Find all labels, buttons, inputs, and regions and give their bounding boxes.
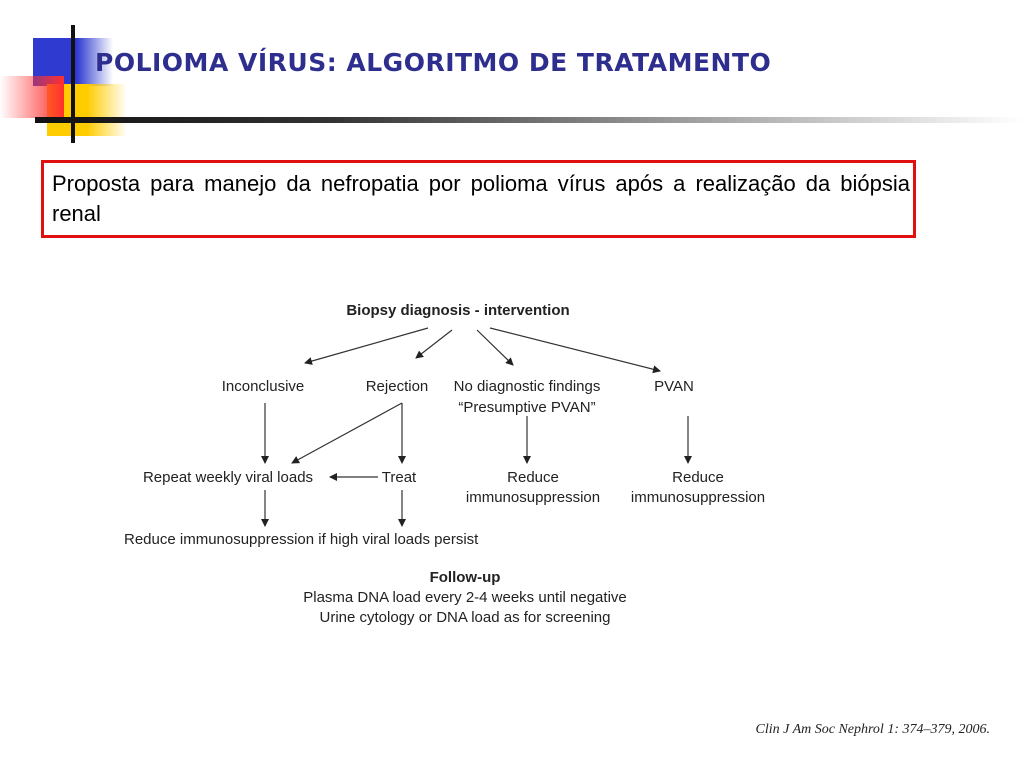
arrow-rejection-to-repeat bbox=[291, 402, 403, 464]
node-treat: Treat bbox=[382, 469, 417, 486]
arrow-to-inconclusive bbox=[304, 327, 429, 365]
node-reduce-2-line2: immunosuppression bbox=[631, 489, 765, 506]
node-inconclusive: Inconclusive bbox=[222, 378, 305, 395]
node-presumptive: “Presumptive PVAN” bbox=[458, 399, 595, 416]
slide-title: POLIOMA VÍRUS: ALGORITMO DE TRATAMENTO bbox=[95, 48, 772, 77]
decor-horizontal-line bbox=[35, 117, 1024, 123]
node-reduce-1-line1: Reduce bbox=[507, 469, 559, 486]
node-reduce-if: Reduce immunosuppression if high viral l… bbox=[124, 531, 479, 548]
followup-line-1: Plasma DNA load every 2-4 weeks until ne… bbox=[303, 589, 627, 606]
node-rejection: Rejection bbox=[366, 378, 429, 395]
decor-red-bar bbox=[0, 76, 64, 118]
arrow-to-no-findings bbox=[476, 329, 514, 366]
node-reduce-2-line1: Reduce bbox=[672, 469, 724, 486]
summary-text: Proposta para manejo da nefropatia por p… bbox=[52, 171, 910, 226]
flow-arrows bbox=[261, 327, 692, 527]
arrow-to-rejection bbox=[415, 329, 453, 359]
followup-line-2: Urine cytology or DNA load as for screen… bbox=[320, 609, 611, 626]
followup-title: Follow-up bbox=[430, 569, 501, 586]
node-reduce-1-line2: immunosuppression bbox=[466, 489, 600, 506]
node-no-findings: No diagnostic findings bbox=[454, 378, 601, 395]
decor-vertical-line bbox=[71, 25, 75, 143]
citation: Clin J Am Soc Nephrol 1: 374–379, 2006. bbox=[755, 722, 991, 737]
summary-box: Proposta para manejo da nefropatia por p… bbox=[41, 160, 916, 238]
node-root: Biopsy diagnosis - intervention bbox=[346, 302, 569, 319]
node-repeat: Repeat weekly viral loads bbox=[143, 469, 313, 486]
arrow-to-pvan bbox=[489, 327, 661, 374]
node-pvan: PVAN bbox=[654, 378, 694, 395]
